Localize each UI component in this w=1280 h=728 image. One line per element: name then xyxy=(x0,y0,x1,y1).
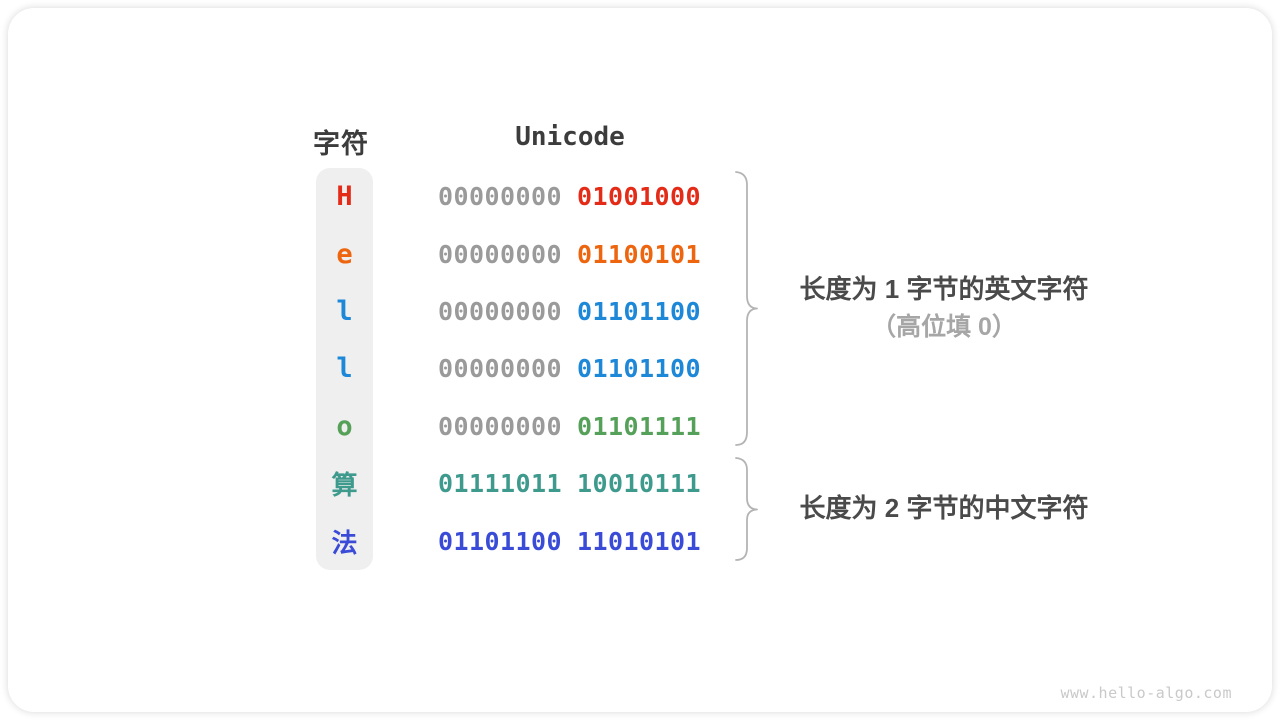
char-label: 法 xyxy=(331,527,358,558)
column-header-char: 字符 xyxy=(313,129,369,159)
annotation-english-line2: （高位填 0） xyxy=(871,313,1017,341)
byte-high: 00000000 xyxy=(438,354,563,384)
byte-low: 01100101 xyxy=(577,239,702,269)
byte-high: 00000000 xyxy=(438,182,563,212)
char-label: e xyxy=(336,238,353,270)
watermark: www.hello-algo.com xyxy=(1060,684,1232,702)
char-cell: H xyxy=(316,168,373,225)
char-label: o xyxy=(336,410,353,442)
byte-low: 01101100 xyxy=(577,354,702,384)
byte-high: 00000000 xyxy=(438,411,563,441)
char-cell: l xyxy=(316,283,373,340)
byte-high: 00000000 xyxy=(438,297,563,327)
char-label: l xyxy=(336,296,353,328)
char-cell: o xyxy=(316,398,373,455)
annotation-chinese-chars: 长度为 2 字节的中文字符 xyxy=(744,495,1144,521)
figure-card: 字符 Unicode H e l l o 算 法 00000000 010010… xyxy=(8,8,1272,712)
byte-high: 00000000 xyxy=(438,239,563,269)
byte-low: 10010111 xyxy=(577,469,702,499)
byte-low: 11010101 xyxy=(577,526,702,556)
char-cell: e xyxy=(316,225,373,282)
binary-row: 00000000 01101100 xyxy=(438,283,738,340)
char-label: H xyxy=(336,181,353,213)
binary-row: 01111011 10010111 xyxy=(438,455,738,512)
byte-high: 01111011 xyxy=(438,469,563,499)
char-label: l xyxy=(336,353,353,385)
binary-row: 00000000 01001000 xyxy=(438,168,738,225)
byte-low: 01101111 xyxy=(577,411,702,441)
byte-low: 01001000 xyxy=(577,182,702,212)
annotation-chinese-line1: 长度为 2 字节的中文字符 xyxy=(799,493,1089,523)
unicode-binary-column: 00000000 01001000 00000000 01100101 0000… xyxy=(438,168,738,570)
binary-row: 00000000 01101111 xyxy=(438,398,738,455)
byte-low: 01101100 xyxy=(577,297,702,327)
char-cell: l xyxy=(316,340,373,397)
byte-high: 01101100 xyxy=(438,526,563,556)
binary-row: 00000000 01101100 xyxy=(438,340,738,397)
char-cell: 算 xyxy=(316,455,373,512)
binary-row: 00000000 01100101 xyxy=(438,225,738,282)
char-cell: 法 xyxy=(316,513,373,570)
annotation-english-line1: 长度为 1 字节的英文字符 xyxy=(799,274,1089,304)
column-header-unicode: Unicode xyxy=(515,122,625,152)
char-label: 算 xyxy=(331,470,358,501)
character-column: H e l l o 算 法 xyxy=(316,168,373,570)
binary-row: 01101100 11010101 xyxy=(438,513,738,570)
annotation-english-chars: 长度为 1 字节的英文字符 （高位填 0） xyxy=(744,276,1144,340)
